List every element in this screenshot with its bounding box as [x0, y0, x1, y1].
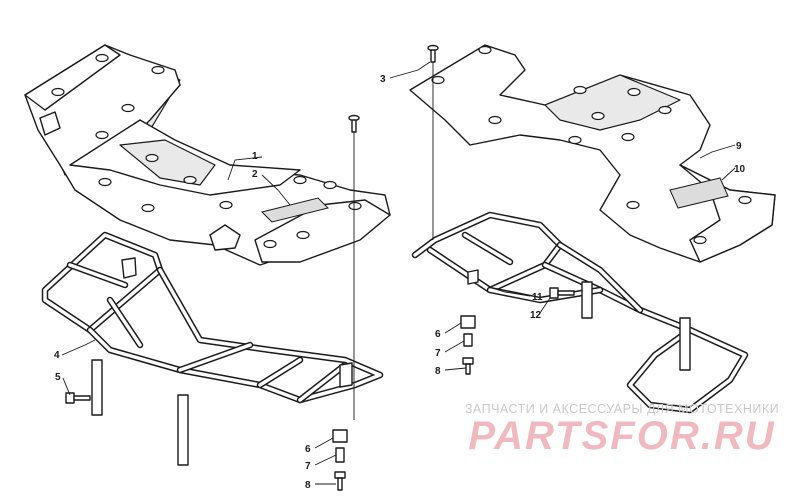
rear-rack-cover	[409, 44, 776, 263]
cover-holes-rear	[431, 45, 752, 245]
watermark-tagline: ЗАПЧАСТИ И АКСЕССУАРЫ ДЛЯ МОТОТЕХНИКИ	[464, 402, 780, 416]
callout-3: 3	[380, 74, 386, 85]
callout-12: 12	[530, 310, 542, 321]
bolt-12	[549, 287, 575, 299]
fastener-screw-3b	[348, 114, 360, 133]
front-rack-cover	[24, 44, 391, 266]
cover-holes	[51, 53, 362, 249]
callout-2: 2	[252, 169, 258, 180]
warning-decal	[261, 197, 329, 223]
fastener-stack-right	[460, 315, 476, 375]
rear-rack-frame	[411, 211, 749, 414]
callout-8-right: 8	[435, 366, 441, 377]
callout-6-right: 6	[435, 329, 441, 340]
fastener-screw-3a	[427, 44, 439, 63]
callout-8-left: 8	[305, 480, 311, 491]
callout-5: 5	[55, 372, 61, 383]
fastener-stack-left	[332, 429, 348, 491]
callout-1: 1	[252, 151, 258, 162]
callout-7-left: 7	[305, 461, 311, 472]
bolt-5	[65, 392, 91, 404]
callout-7-right: 7	[435, 348, 441, 359]
callout-10: 10	[734, 164, 746, 175]
warning-decal-rear	[669, 177, 729, 209]
front-rack-frame	[41, 231, 384, 466]
callout-9: 9	[736, 141, 742, 152]
watermark-logo: PARTSFOR.RU	[468, 414, 776, 458]
callout-11: 11	[532, 292, 543, 303]
callout-6-left: 6	[305, 444, 311, 455]
callout-4: 4	[54, 350, 60, 361]
watermark: ЗАПЧАСТИ И АКСЕССУАРЫ ДЛЯ МОТОТЕХНИКИ PA…	[462, 402, 782, 459]
